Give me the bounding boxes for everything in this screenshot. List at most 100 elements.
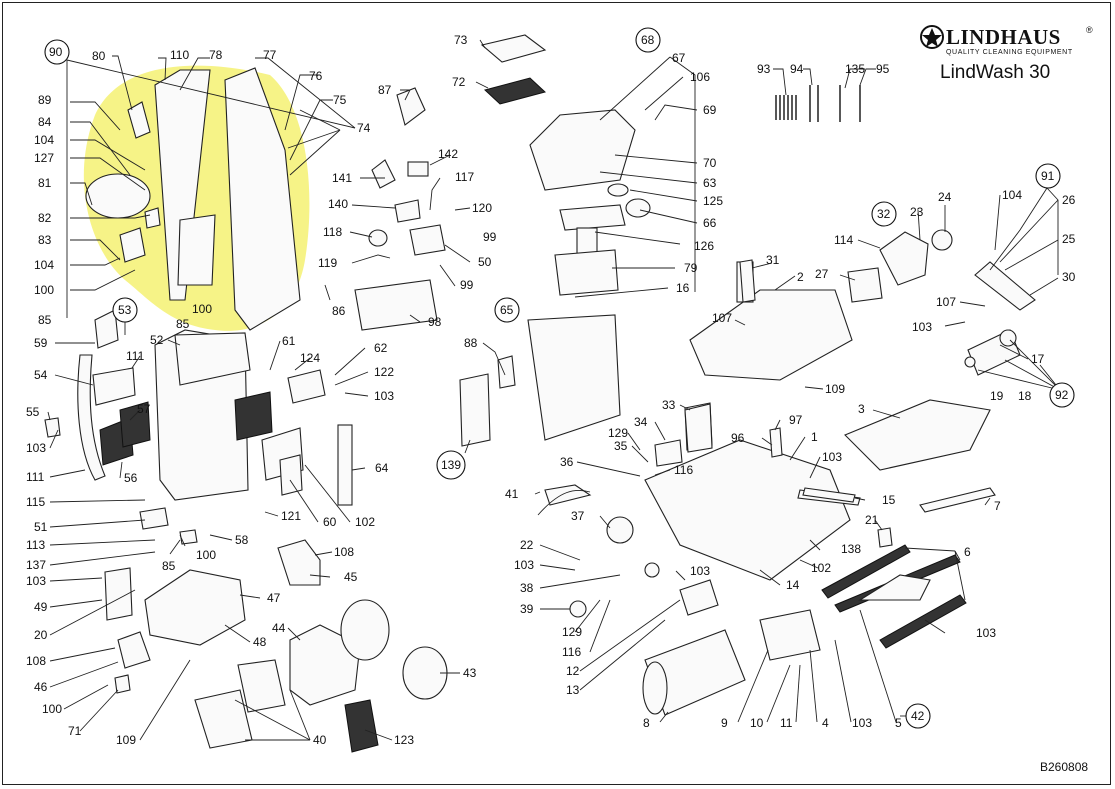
label-120: 120 bbox=[472, 201, 492, 215]
label-68: 68 bbox=[641, 33, 655, 47]
label-45: 45 bbox=[344, 570, 358, 584]
label-44: 44 bbox=[272, 621, 286, 635]
label-66: 66 bbox=[703, 216, 717, 230]
label-111: 111 bbox=[126, 349, 145, 363]
label-65: 65 bbox=[500, 303, 514, 317]
front-nozzle bbox=[689, 289, 853, 381]
switch-part bbox=[127, 101, 151, 139]
circle-139 bbox=[436, 450, 466, 480]
label-26: 26 bbox=[1062, 193, 1076, 207]
label-85: 85 bbox=[38, 313, 52, 327]
power-cable-coil bbox=[85, 173, 151, 219]
label-84: 84 bbox=[38, 115, 52, 129]
label-15: 15 bbox=[882, 493, 896, 507]
label-70: 70 bbox=[703, 156, 717, 170]
label-61: 61 bbox=[282, 334, 296, 348]
label-99: 99 bbox=[483, 230, 497, 244]
label-102: 102 bbox=[811, 561, 831, 575]
label-114: 114 bbox=[834, 233, 853, 247]
label-41: 41 bbox=[505, 487, 519, 501]
label-85: 85 bbox=[176, 317, 190, 331]
cable-clip bbox=[119, 227, 146, 263]
label-138: 138 bbox=[841, 542, 861, 556]
label-129: 129 bbox=[562, 625, 582, 639]
label-25: 25 bbox=[1062, 232, 1076, 246]
label-141: 141 bbox=[332, 171, 352, 185]
brand-tagline: QUALITY CLEANING EQUIPMENT bbox=[946, 49, 1073, 56]
label-140: 140 bbox=[328, 197, 348, 211]
label-89: 89 bbox=[38, 93, 52, 107]
label-9: 9 bbox=[721, 716, 728, 730]
label-125: 125 bbox=[703, 194, 723, 208]
label-129: 129 bbox=[608, 426, 628, 440]
label-58: 58 bbox=[235, 533, 249, 547]
label-119: 119 bbox=[318, 256, 337, 270]
label-34: 34 bbox=[634, 415, 648, 429]
circle-65 bbox=[494, 297, 520, 323]
label-22: 22 bbox=[520, 538, 534, 552]
label-103: 103 bbox=[514, 558, 534, 572]
circle-68 bbox=[635, 27, 661, 53]
brush-motor bbox=[879, 231, 929, 286]
label-3: 3 bbox=[858, 402, 865, 416]
dirty-water-tank bbox=[527, 314, 621, 441]
label-20: 20 bbox=[34, 628, 48, 642]
label-110: 110 bbox=[170, 48, 189, 62]
label-102: 102 bbox=[355, 515, 375, 529]
label-107: 107 bbox=[936, 295, 956, 309]
drawing-code: B260808 bbox=[1040, 760, 1088, 774]
label-24: 24 bbox=[938, 190, 952, 204]
brand-logo: LINDHAUS ® QUALITY CLEANING EQUIPMENT bbox=[920, 25, 1093, 56]
label-116: 116 bbox=[674, 463, 693, 477]
label-91: 91 bbox=[1041, 169, 1055, 183]
label-71: 71 bbox=[68, 724, 82, 738]
handle-rear-part bbox=[224, 67, 301, 331]
label-40: 40 bbox=[313, 733, 327, 747]
circle-92 bbox=[1049, 382, 1075, 408]
label-8: 8 bbox=[643, 716, 650, 730]
label-48: 48 bbox=[253, 635, 267, 649]
handle-front-part bbox=[154, 69, 211, 301]
label-103: 103 bbox=[26, 574, 46, 588]
label-96: 96 bbox=[731, 431, 745, 445]
label-121: 121 bbox=[281, 509, 301, 523]
label-76: 76 bbox=[309, 69, 323, 83]
registered-mark: ® bbox=[1086, 25, 1093, 35]
label-64: 64 bbox=[375, 461, 389, 475]
label-13: 13 bbox=[566, 683, 580, 697]
label-81: 81 bbox=[38, 176, 52, 190]
label-103: 103 bbox=[852, 716, 872, 730]
label-31: 31 bbox=[766, 253, 780, 267]
label-54: 54 bbox=[34, 368, 48, 382]
label-103: 103 bbox=[26, 441, 46, 455]
chassis-base bbox=[644, 439, 851, 581]
label-85: 85 bbox=[162, 559, 176, 573]
label-33: 33 bbox=[662, 398, 676, 412]
label-137: 137 bbox=[26, 558, 46, 572]
label-103: 103 bbox=[690, 564, 710, 578]
label-53: 53 bbox=[118, 303, 132, 317]
label-57: 57 bbox=[137, 402, 151, 416]
label-108: 108 bbox=[334, 545, 354, 559]
label-74: 74 bbox=[357, 121, 371, 135]
label-94: 94 bbox=[790, 62, 804, 76]
label-37: 37 bbox=[571, 509, 585, 523]
brand-name: LINDHAUS bbox=[946, 25, 1061, 49]
label-111: 111 bbox=[26, 470, 45, 484]
label-52: 52 bbox=[150, 333, 164, 347]
part-labels: 90 80 110 78 77 76 75 74 89 84 104 127 8… bbox=[26, 33, 1076, 747]
label-126: 126 bbox=[694, 239, 714, 253]
label-97: 97 bbox=[789, 413, 803, 427]
label-142: 142 bbox=[438, 147, 458, 161]
label-109: 109 bbox=[116, 733, 136, 747]
label-43: 43 bbox=[463, 666, 477, 680]
circle-42 bbox=[905, 703, 931, 729]
circle-91 bbox=[1035, 163, 1061, 189]
label-42: 42 bbox=[911, 709, 925, 723]
label-67: 67 bbox=[672, 51, 686, 65]
label-104: 104 bbox=[34, 258, 54, 272]
label-103: 103 bbox=[912, 320, 932, 334]
label-10: 10 bbox=[750, 716, 764, 730]
label-118: 118 bbox=[323, 225, 342, 239]
